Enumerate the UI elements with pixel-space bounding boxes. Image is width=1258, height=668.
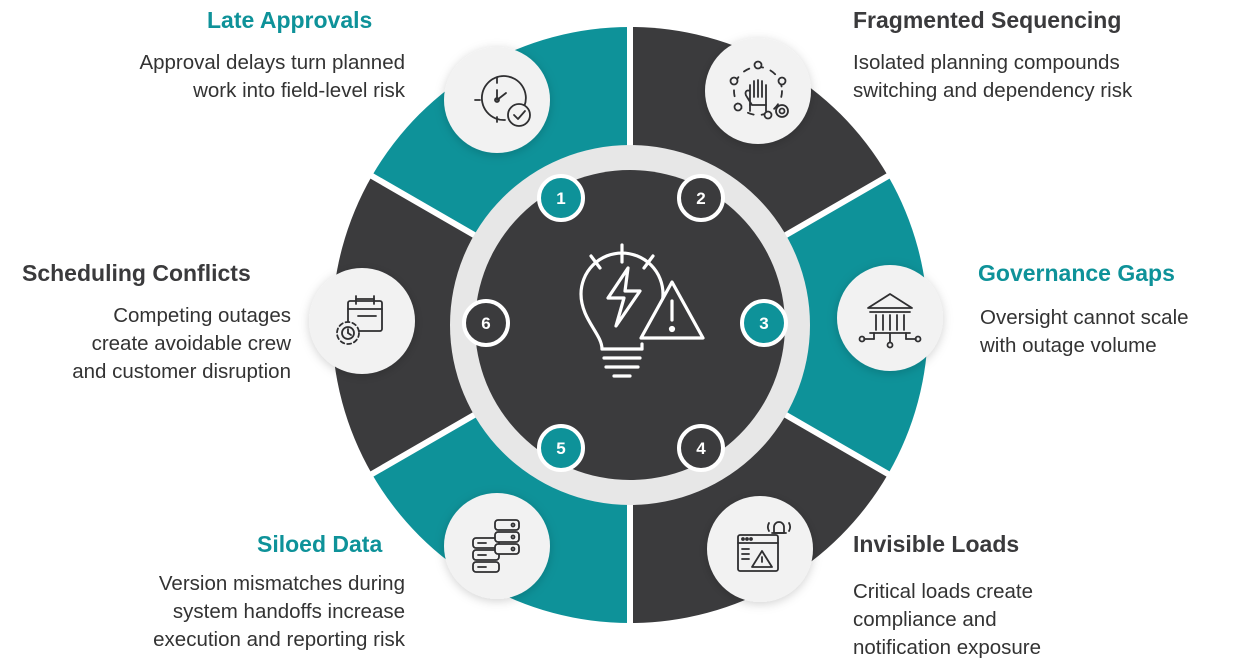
hand-network-gear-icon bbox=[729, 60, 789, 120]
icon-circle-4 bbox=[707, 496, 813, 602]
desc-line: with outage volume bbox=[980, 334, 1157, 357]
number-badge-6 bbox=[462, 299, 510, 347]
desc-fragmented-sequencing: Isolated planning compounds switching an… bbox=[853, 49, 1132, 105]
title-late-approvals: Late Approvals bbox=[207, 7, 373, 33]
desc-siloed-data: Version mismatches during system handoff… bbox=[153, 570, 405, 654]
desc-late-approvals: Approval delays turn planned work into f… bbox=[139, 49, 405, 105]
desc-scheduling-conflicts: Competing outages create avoidable crew … bbox=[72, 302, 291, 386]
clock-check-icon bbox=[474, 75, 531, 127]
desc-line: Version mismatches during bbox=[158, 572, 405, 595]
desc-line: Critical loads create bbox=[853, 580, 1034, 603]
calendar-gear-icon bbox=[336, 295, 383, 345]
lightbulb-with-lightning-and-warning-icon bbox=[579, 243, 705, 378]
number-badge-1 bbox=[537, 174, 585, 222]
desc-line: Isolated planning compounds bbox=[853, 51, 1120, 74]
government-building-network-icon bbox=[858, 293, 922, 349]
title-invisible-loads: Invisible Loads bbox=[853, 531, 1020, 557]
desc-line: execution and reporting risk bbox=[153, 628, 405, 651]
center-disc bbox=[475, 170, 785, 480]
database-stacks-icon bbox=[472, 519, 520, 573]
number-badge-label: 6 bbox=[481, 314, 490, 333]
number-badge-label: 4 bbox=[696, 439, 706, 458]
number-badge-label: 1 bbox=[556, 189, 565, 208]
number-badge-3 bbox=[740, 299, 788, 347]
number-badge-label: 5 bbox=[556, 439, 565, 458]
browser-alarm-warning-icon bbox=[737, 521, 791, 572]
desc-line: work into field-level risk bbox=[193, 79, 405, 102]
desc-line: notification exposure bbox=[853, 636, 1042, 659]
desc-line: compliance and bbox=[853, 608, 997, 631]
number-badge-5 bbox=[537, 424, 585, 472]
desc-line: Competing outages bbox=[113, 304, 291, 327]
number-badge-label: 2 bbox=[696, 189, 705, 208]
desc-governance-gaps: Oversight cannot scale with outage volum… bbox=[980, 304, 1189, 360]
desc-line: system handoffs increase bbox=[172, 600, 405, 623]
desc-line: and customer disruption bbox=[72, 360, 291, 383]
title-siloed-data: Siloed Data bbox=[257, 531, 383, 557]
title-scheduling-conflicts: Scheduling Conflicts bbox=[22, 260, 251, 286]
title-fragmented-sequencing: Fragmented Sequencing bbox=[853, 7, 1122, 33]
icon-circle-6 bbox=[309, 268, 415, 374]
desc-line: switching and dependency risk bbox=[853, 79, 1133, 102]
desc-line: create avoidable crew bbox=[91, 332, 291, 355]
number-badge-2 bbox=[677, 174, 725, 222]
number-badge-label: 3 bbox=[759, 314, 768, 333]
desc-invisible-loads: Critical loads create compliance and not… bbox=[853, 578, 1041, 662]
number-badge-4 bbox=[677, 424, 725, 472]
title-governance-gaps: Governance Gaps bbox=[978, 260, 1175, 286]
desc-line: Approval delays turn planned bbox=[139, 51, 405, 74]
desc-line: Oversight cannot scale bbox=[980, 306, 1189, 329]
